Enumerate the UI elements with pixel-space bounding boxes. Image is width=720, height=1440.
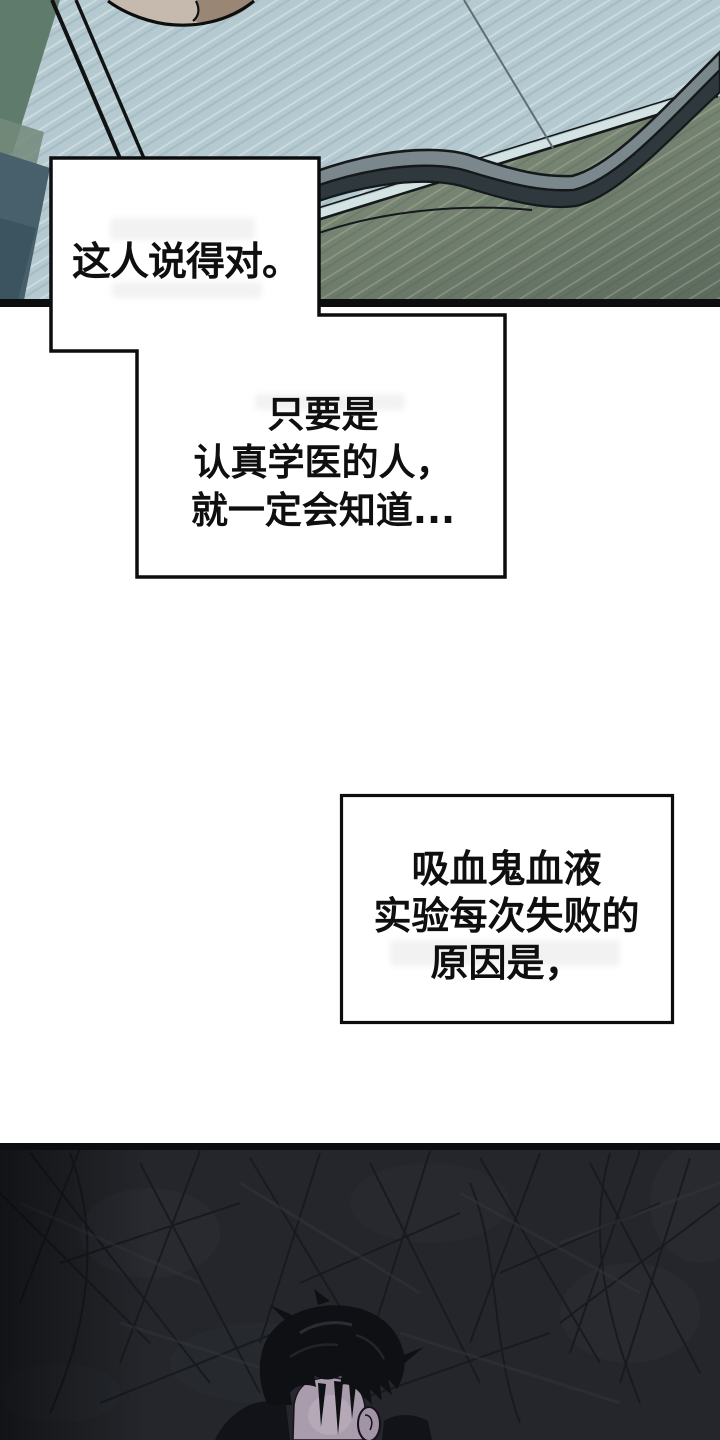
man-ear bbox=[357, 1406, 381, 1440]
forest-vignette bbox=[0, 1148, 150, 1440]
speech-line: 吸血鬼血液 bbox=[411, 847, 602, 891]
ghost-text-smudge bbox=[255, 394, 405, 410]
ghost-text-smudge bbox=[390, 940, 620, 966]
hand-illustration bbox=[107, 0, 256, 27]
panel-border-bottom bbox=[0, 299, 720, 307]
man-face-highlight bbox=[308, 1395, 352, 1435]
man-left-shoulder bbox=[215, 1401, 290, 1440]
ghost-text-smudge bbox=[112, 282, 262, 298]
background-teal-wedge bbox=[0, 0, 60, 160]
book-spine-line bbox=[463, 0, 554, 149]
panel-border-top bbox=[0, 1143, 720, 1150]
man-hair bbox=[259, 1289, 424, 1435]
speech-line: 认真学医的人， bbox=[193, 441, 453, 484]
speech-line: 只要是 bbox=[267, 393, 379, 436]
book-cover-edge-lines bbox=[50, 0, 148, 164]
speech-bubble-3-shape bbox=[339, 793, 675, 1025]
background-slate-dark bbox=[0, 218, 36, 300]
speech-line: 就一定会知道... bbox=[190, 489, 456, 532]
speech-bubble-3-text: 吸血鬼血液 实验每次失败的 原因是， bbox=[341, 846, 672, 987]
speech-bubble-2-text: 只要是 认真学医的人， 就一定会知道... bbox=[139, 391, 507, 535]
ghost-text-smudge bbox=[110, 218, 255, 240]
page-curl-ribbon bbox=[244, 50, 720, 241]
man-figure bbox=[215, 1289, 432, 1440]
forest-illustration bbox=[0, 1143, 720, 1440]
speech-line: 原因是， bbox=[430, 941, 583, 985]
speech-bubble-1-2-shape bbox=[49, 156, 507, 579]
speech-line: 实验每次失败的 bbox=[373, 894, 640, 938]
speech-bubble-1-text: 这人说得对。 bbox=[71, 240, 301, 285]
man-right-shoulder bbox=[382, 1415, 432, 1440]
forest-illustration-panel bbox=[0, 1143, 720, 1440]
